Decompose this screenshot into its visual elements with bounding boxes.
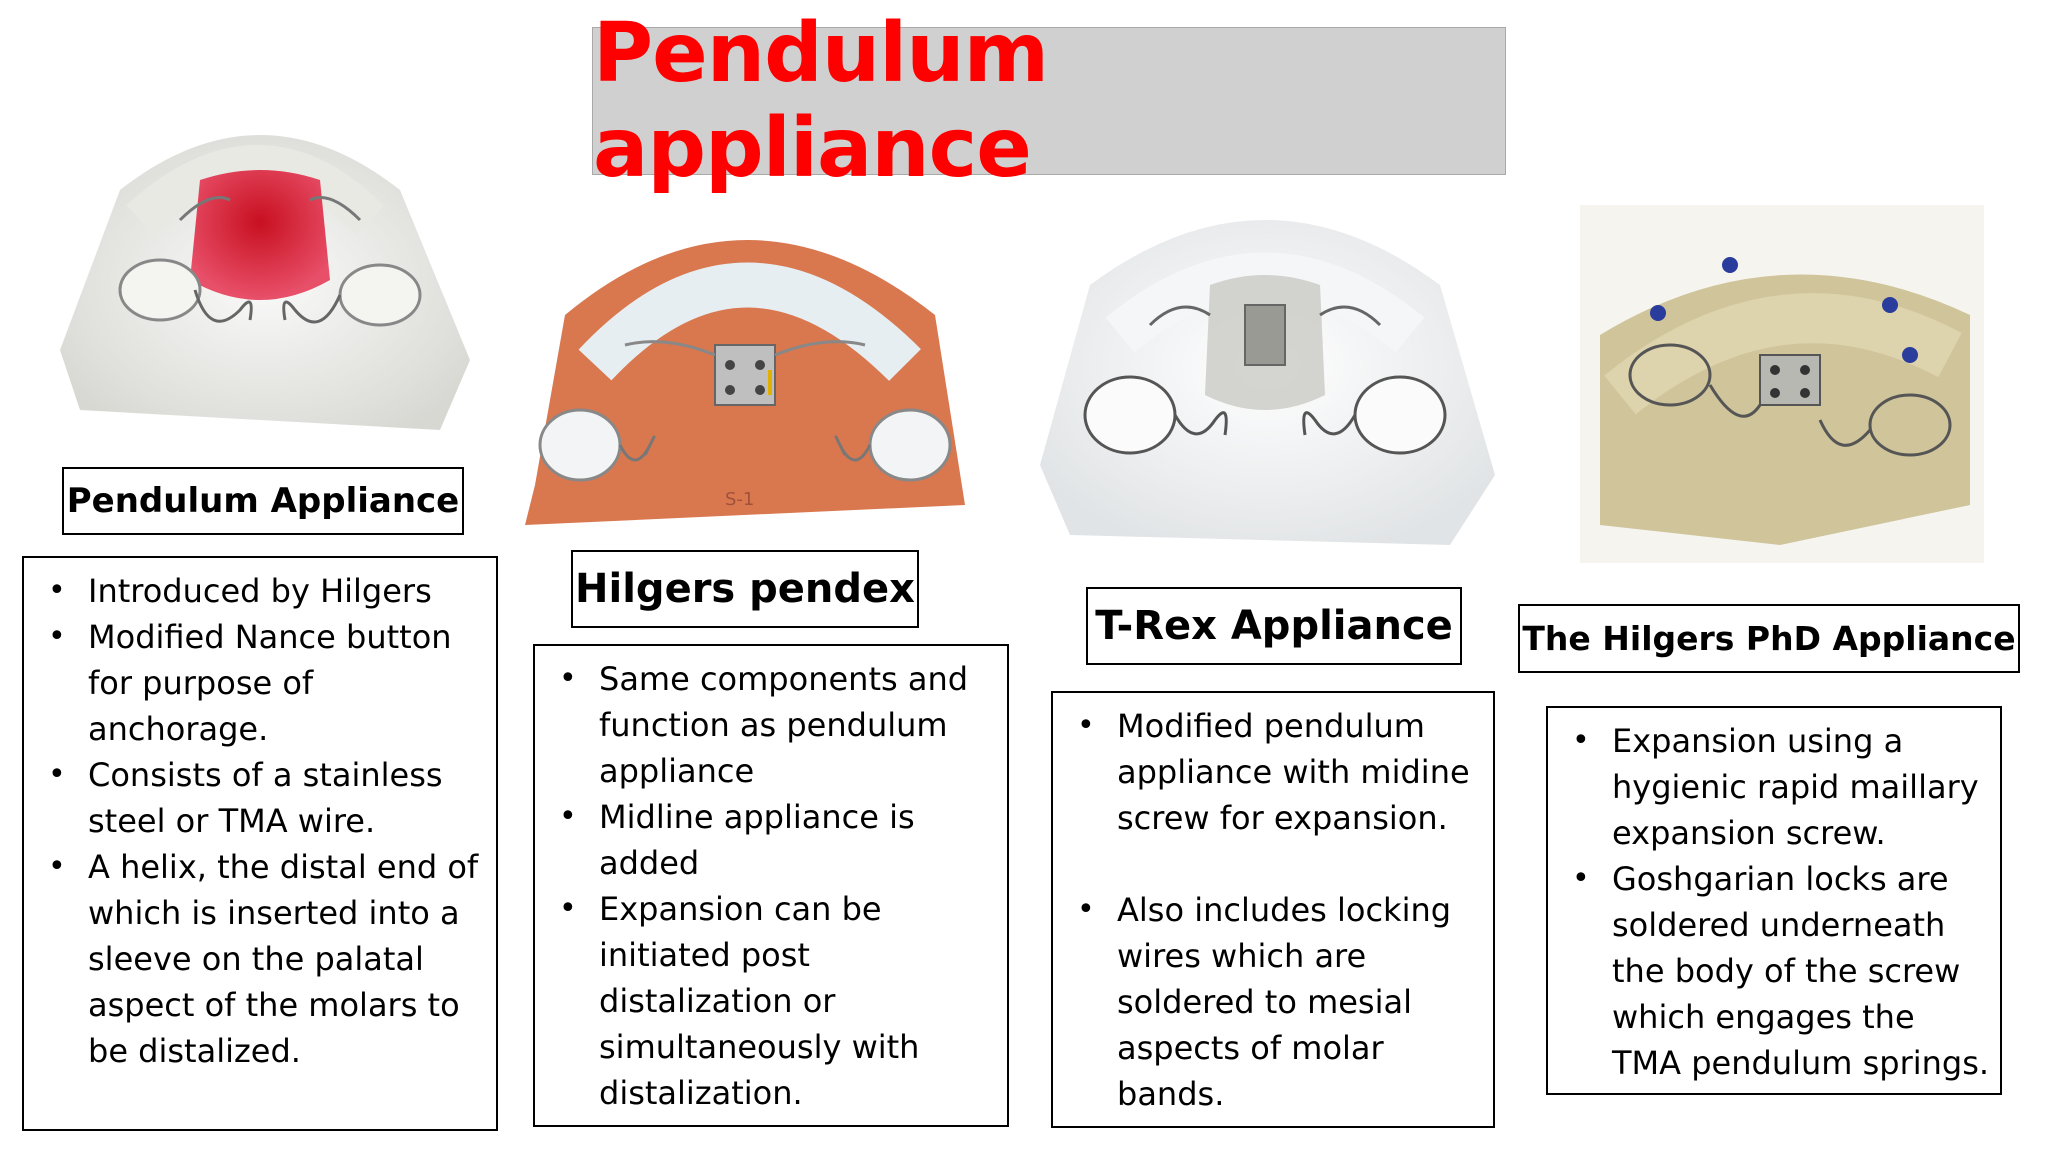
list-item: Introduced by Hilgers: [36, 568, 486, 614]
list-item: Modified Nance button for purpose of anc…: [36, 614, 486, 752]
list-item: Also includes locking wires which are so…: [1065, 887, 1483, 1117]
list-item: Expansion using a hygienic rapid maillar…: [1560, 718, 1990, 856]
list-item: Midline appliance is added: [547, 794, 997, 886]
t-rex-appliance-label: T-Rex Appliance: [1086, 587, 1462, 665]
list-item: Same components and function as pendulum…: [547, 656, 997, 794]
hilgers-pendex-label: Hilgers pendex: [571, 550, 919, 628]
hilgers-pendex-info: Same components and function as pendulum…: [533, 644, 1009, 1127]
pendulum-appliance-photo: [60, 135, 470, 430]
list-item: Modified pendulum appliance with midine …: [1065, 703, 1483, 841]
hilgers-phd-appliance-info: Expansion using a hygienic rapid maillar…: [1546, 706, 2002, 1095]
list-item: A helix, the distal end of which is inse…: [36, 844, 486, 1074]
model-label: S-1: [725, 489, 754, 510]
t-rex-appliance-photo: [1040, 220, 1495, 545]
hilgers-phd-appliance-label: The Hilgers PhD Appliance: [1518, 604, 2020, 673]
t-rex-appliance-info: Modified pendulum appliance with midine …: [1051, 691, 1495, 1128]
hilgers-phd-appliance-photo: [1580, 205, 1984, 563]
list-item: Expansion can be initiated post distaliz…: [547, 886, 997, 1116]
list-item: Consists of a stainless steel or TMA wir…: [36, 752, 486, 844]
page-title: Pendulum appliance: [593, 6, 1049, 196]
title-banner: Pendulum appliance: [592, 6, 1506, 196]
pendulum-appliance-info: Introduced by Hilgers Modified Nance but…: [22, 556, 498, 1131]
list-item: Goshgarian locks are soldered underneath…: [1560, 856, 1990, 1086]
pendulum-appliance-label: Pendulum Appliance: [62, 467, 464, 535]
hilgers-pendex-photo: S-1: [525, 240, 965, 525]
